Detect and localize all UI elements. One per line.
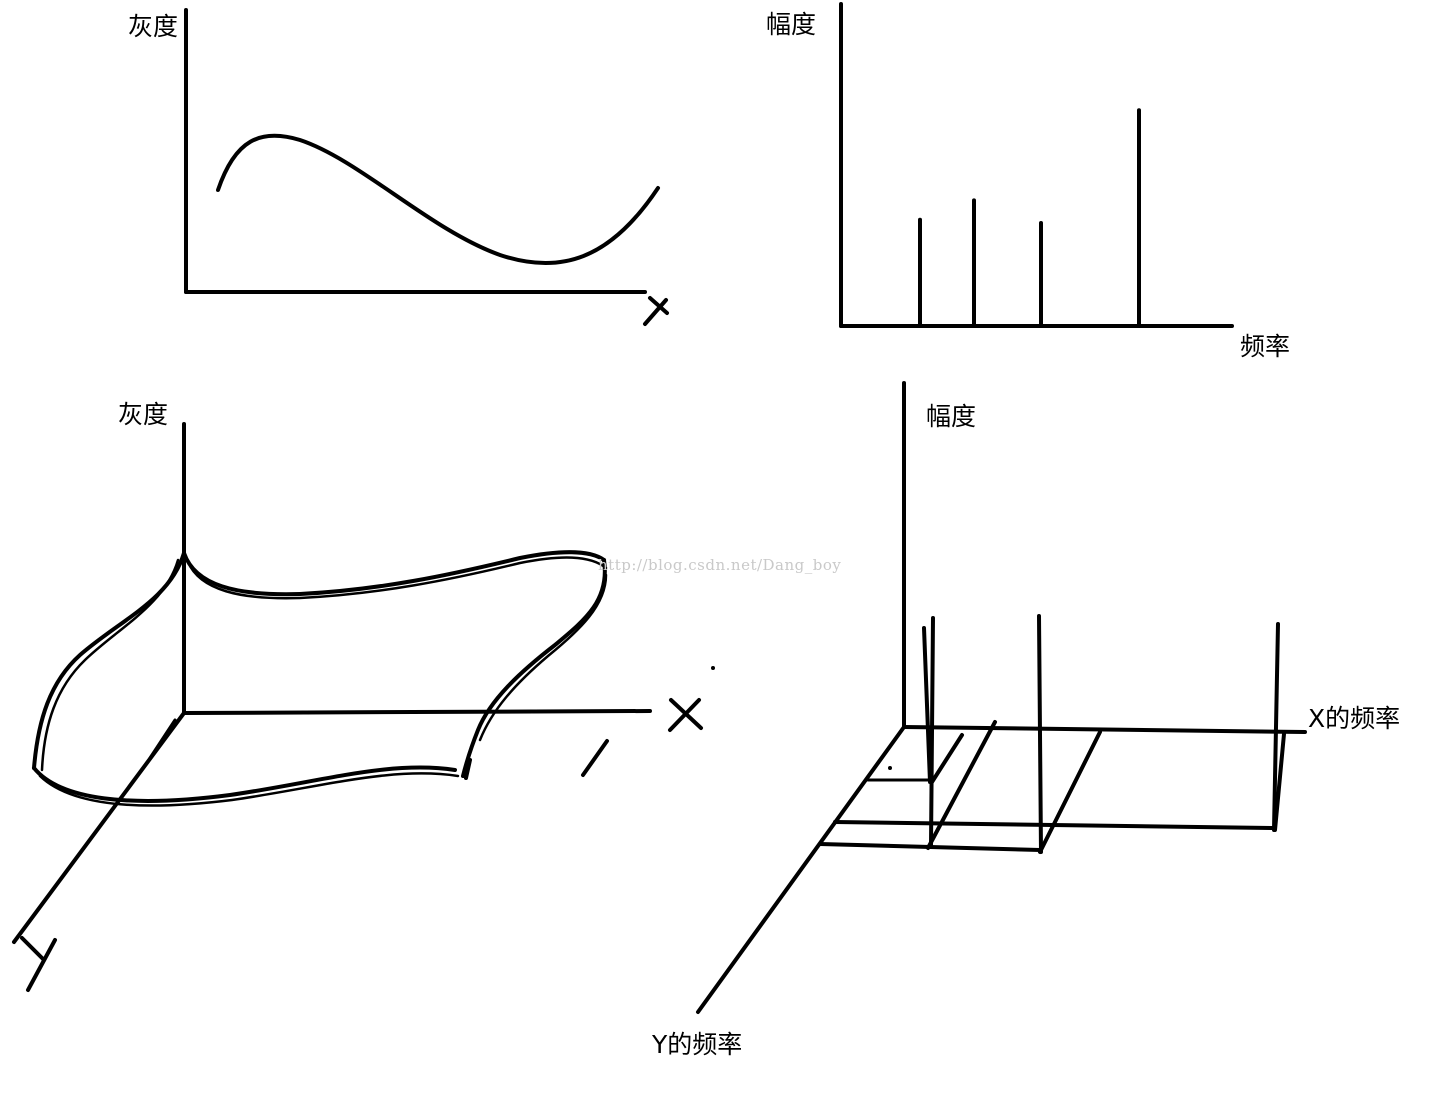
p4-y-axis bbox=[696, 725, 906, 1014]
p1-signal-curve bbox=[216, 133, 660, 266]
p1-ylabel: 灰度 bbox=[128, 12, 179, 41]
p4-stray-dot bbox=[888, 766, 892, 770]
p2-spectrum-bars bbox=[918, 108, 1141, 328]
watermark: http://blog.csdn.net/Dang_boy bbox=[598, 556, 842, 574]
p4-x-axis bbox=[902, 725, 1307, 734]
p4-xlabel: X的频率 bbox=[1308, 704, 1401, 733]
p4-peak-spikes bbox=[922, 614, 1280, 854]
p3-ylabel: 灰度 bbox=[118, 400, 169, 429]
p3-surface-outline bbox=[32, 550, 609, 807]
p3-x-letter-icon bbox=[668, 698, 703, 732]
p4-grid-lines bbox=[818, 720, 1286, 854]
p4-ylabel2: Y的频率 bbox=[652, 1030, 743, 1059]
p1-x-letter-icon bbox=[643, 296, 669, 326]
p2-xlabel: 频率 bbox=[1240, 332, 1291, 361]
p2-ylabel: 幅度 bbox=[766, 10, 817, 39]
p3-y-letter-icon bbox=[20, 936, 57, 992]
p3-x-axis bbox=[182, 709, 652, 715]
stray-dot bbox=[711, 666, 715, 670]
p4-ylabel: 幅度 bbox=[926, 402, 977, 431]
